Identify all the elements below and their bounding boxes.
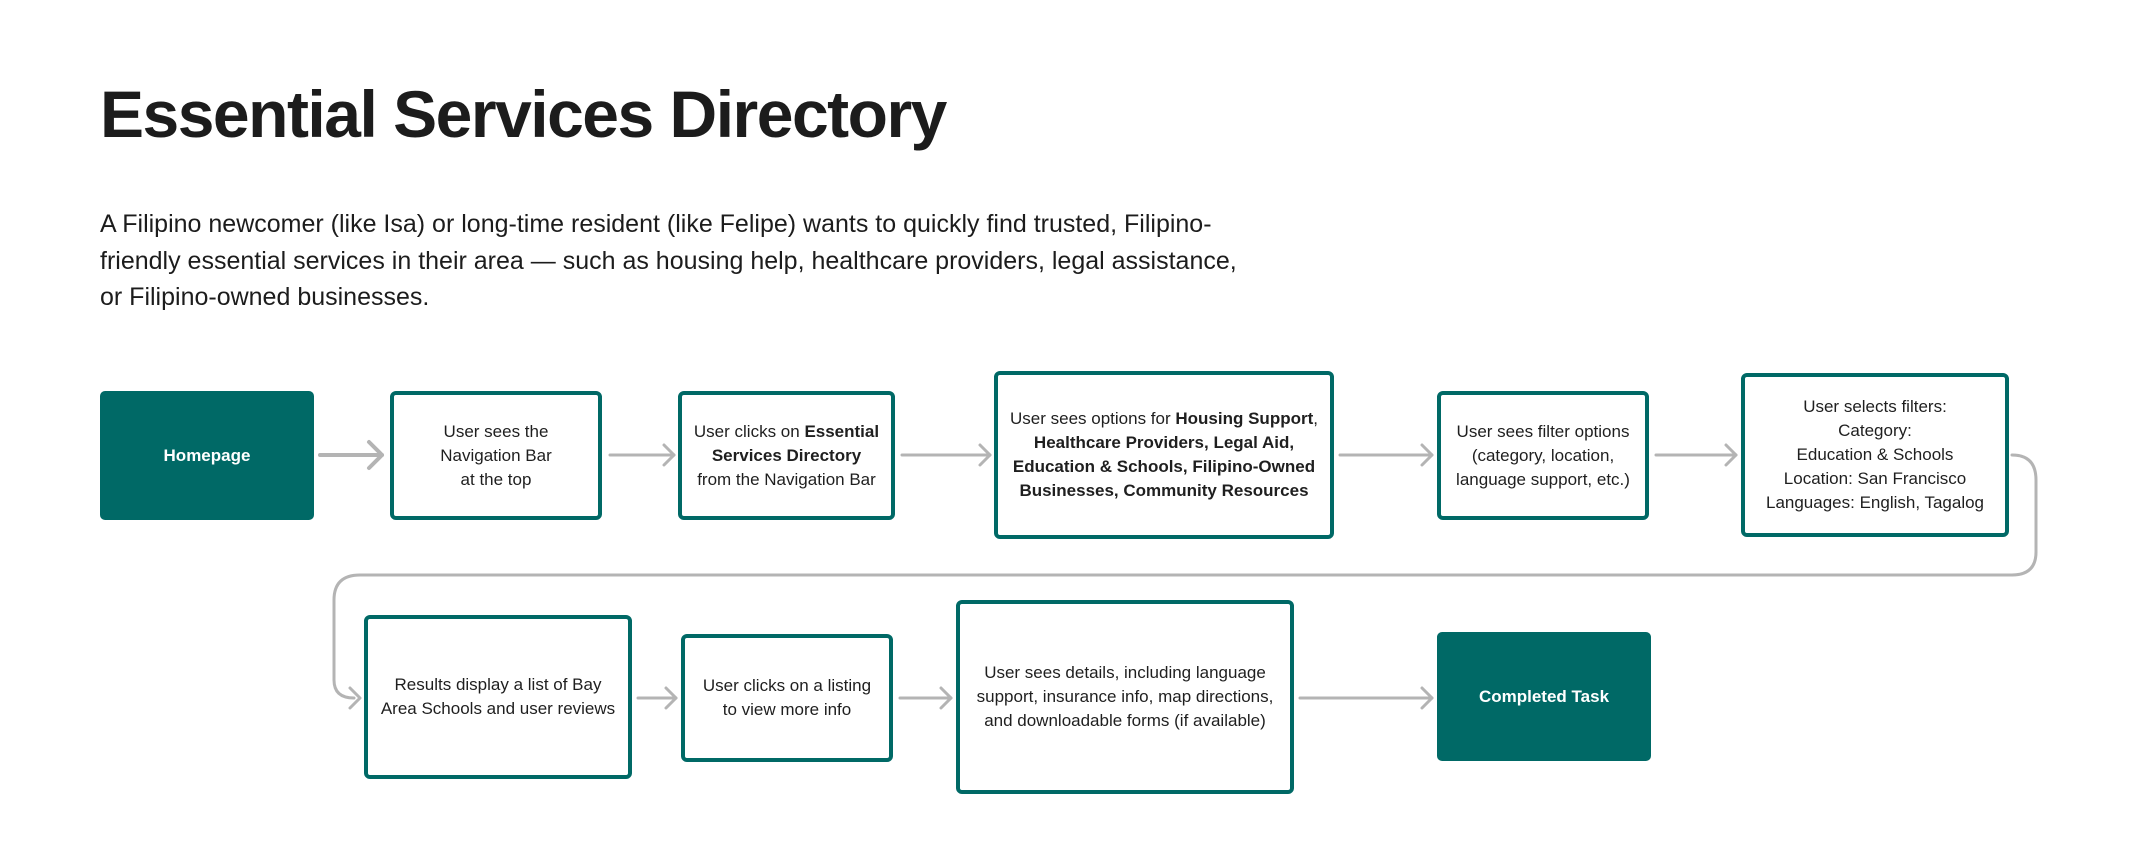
flow-node-text-segment: Location: San Francisco	[1783, 469, 1967, 488]
flow-node-text: User clicks on a listing to view more inf…	[703, 674, 871, 722]
flow-node-text: Completed Task	[1479, 685, 1609, 709]
flow-node-text-segment: (category, location,	[1471, 445, 1615, 465]
flow-node-completed-task: Completed Task	[1437, 632, 1651, 761]
flow-node-line: Results display a list of Bay	[381, 673, 615, 697]
flow-node-line: Category:	[1766, 419, 1984, 443]
flow-node-line: Education & Schools, Filipino-Owned	[1010, 455, 1318, 479]
flow-node-line: Healthcare Providers, Legal Aid,	[1010, 431, 1318, 455]
flow-node-text-segment: Completed Task	[1478, 686, 1610, 706]
flow-node-text-segment: User sees the	[443, 421, 549, 441]
arrow-options-to-filters-head	[1420, 443, 1434, 467]
arrow-filters-to-select-head	[1724, 443, 1738, 467]
diagram-title: Essential Services Directory	[100, 77, 947, 151]
flow-node-text-segment: User sees filter options	[1456, 421, 1630, 441]
flow-node-line: language support, etc.)	[1456, 468, 1630, 492]
flow-node-line: from the Navigation Bar	[694, 468, 879, 492]
flow-node-text-segment: to view more info	[722, 700, 852, 719]
flow-node-line: Area Schools and user reviews	[381, 697, 615, 721]
flow-node-text-segment: Healthcare Providers, Legal Aid,	[1033, 433, 1295, 452]
flow-node-text: Homepage	[164, 444, 251, 468]
flow-node-line: (category, location,	[1456, 444, 1630, 468]
arrow-results-to-listing-head	[664, 686, 678, 710]
flow-node-text-segment: ,	[1313, 409, 1318, 428]
flow-node-line: Education & Schools	[1766, 443, 1984, 467]
flow-node-line: User sees filter options	[1456, 420, 1630, 444]
flow-node-text-segment: and downloadable forms (if available)	[984, 711, 1266, 730]
flow-node-line: User sees options for Housing Support,	[1010, 407, 1318, 431]
flow-node-text-segment: Languages: English, Tagalog	[1765, 493, 1985, 512]
arrow-homepage-to-navbar-head	[367, 440, 384, 470]
flow-node-text-segment: User sees details, including language	[984, 663, 1266, 682]
flow-node-text-segment: support, insurance info, map directions,	[976, 687, 1274, 706]
connector-row-wrap	[332, 453, 2038, 700]
flow-node-select-filters: User selects filters: Category: Education …	[1741, 373, 2009, 537]
flow-node-text: User sees options for Housing Support, He…	[1010, 407, 1318, 503]
flow-node-line: and downloadable forms (if available)	[977, 709, 1274, 733]
flow-node-text: User sees details, including language sup…	[977, 661, 1274, 733]
arrow-directory-to-options-head	[978, 443, 992, 467]
flow-node-text-segment: User sees options for	[1010, 409, 1176, 428]
flow-node-line: at the top	[440, 468, 552, 492]
flow-node-text-segment: Category:	[1838, 421, 1912, 440]
flow-node-text-segment: Area Schools and user reviews	[380, 699, 616, 718]
flow-node-line: to view more info	[703, 698, 871, 722]
connector-row-wrap-head	[348, 686, 362, 710]
flow-node-text-segment: Essential	[804, 421, 880, 441]
flow-node-text-segment: Education & Schools	[1796, 445, 1954, 464]
flow-node-line: User clicks on Essential	[694, 420, 879, 444]
flow-node-filter-options: User sees filter options (category, locat…	[1437, 391, 1649, 520]
flow-node-text-segment: Businesses, Community Resources	[1019, 481, 1309, 500]
flow-node-line: Navigation Bar	[440, 444, 552, 468]
flow-node-line: User sees details, including language	[977, 661, 1274, 685]
flow-node-text-segment: Education & Schools, Filipino-Owned	[1012, 457, 1316, 476]
flow-node-line: Languages: English, Tagalog	[1766, 491, 1984, 515]
flow-node-text-segment: language support, etc.)	[1456, 469, 1630, 489]
flow-node-line: User sees the	[440, 420, 552, 444]
flow-node-line: support, insurance info, map directions,	[977, 685, 1274, 709]
flow-node-text-segment: User selects filters:	[1803, 397, 1947, 416]
flow-node-text-segment: User clicks on	[693, 421, 805, 441]
arrow-details-to-completed-head	[1420, 686, 1434, 710]
flow-node-line: User clicks on a listing	[703, 674, 871, 698]
flow-node-text-segment: from the Navigation Bar	[697, 469, 876, 489]
flow-node-line: User selects filters:	[1766, 395, 1984, 419]
flow-node-homepage: Homepage	[100, 391, 314, 520]
arrow-listing-to-details-head	[939, 686, 953, 710]
flow-node-text-segment: Homepage	[163, 445, 251, 465]
flow-node-text: User sees filter options (category, locat…	[1456, 420, 1630, 492]
flow-node-text-segment: at the top	[460, 469, 532, 489]
flow-node-service-options: User sees options for Housing Support, He…	[994, 371, 1334, 539]
flow-node-text-segment: Navigation Bar	[440, 445, 552, 465]
flow-node-text: User selects filters: Category: Education …	[1766, 395, 1984, 515]
flow-node-line: Location: San Francisco	[1766, 467, 1984, 491]
arrow-navbar-to-directory-head	[662, 443, 676, 467]
diagram-description: A Filipino newcomer (like Isa) or long-t…	[100, 210, 1237, 311]
flow-node-listing-details: User sees details, including language sup…	[956, 600, 1294, 794]
flow-node-line: Businesses, Community Resources	[1010, 479, 1318, 503]
flow-node-text-segment: User clicks on a listing	[702, 676, 872, 695]
flow-node-line: Homepage	[164, 444, 251, 468]
flow-node-text-segment: Housing Support	[1175, 409, 1314, 428]
flow-node-line: Completed Task	[1479, 685, 1609, 709]
flow-node-text-segment: Services Directory	[711, 445, 862, 465]
flow-node-click-listing: User clicks on a listing to view more inf…	[681, 634, 893, 762]
flow-node-line: Services Directory	[694, 444, 879, 468]
flow-node-text-segment: Results display a list of Bay	[394, 675, 602, 694]
